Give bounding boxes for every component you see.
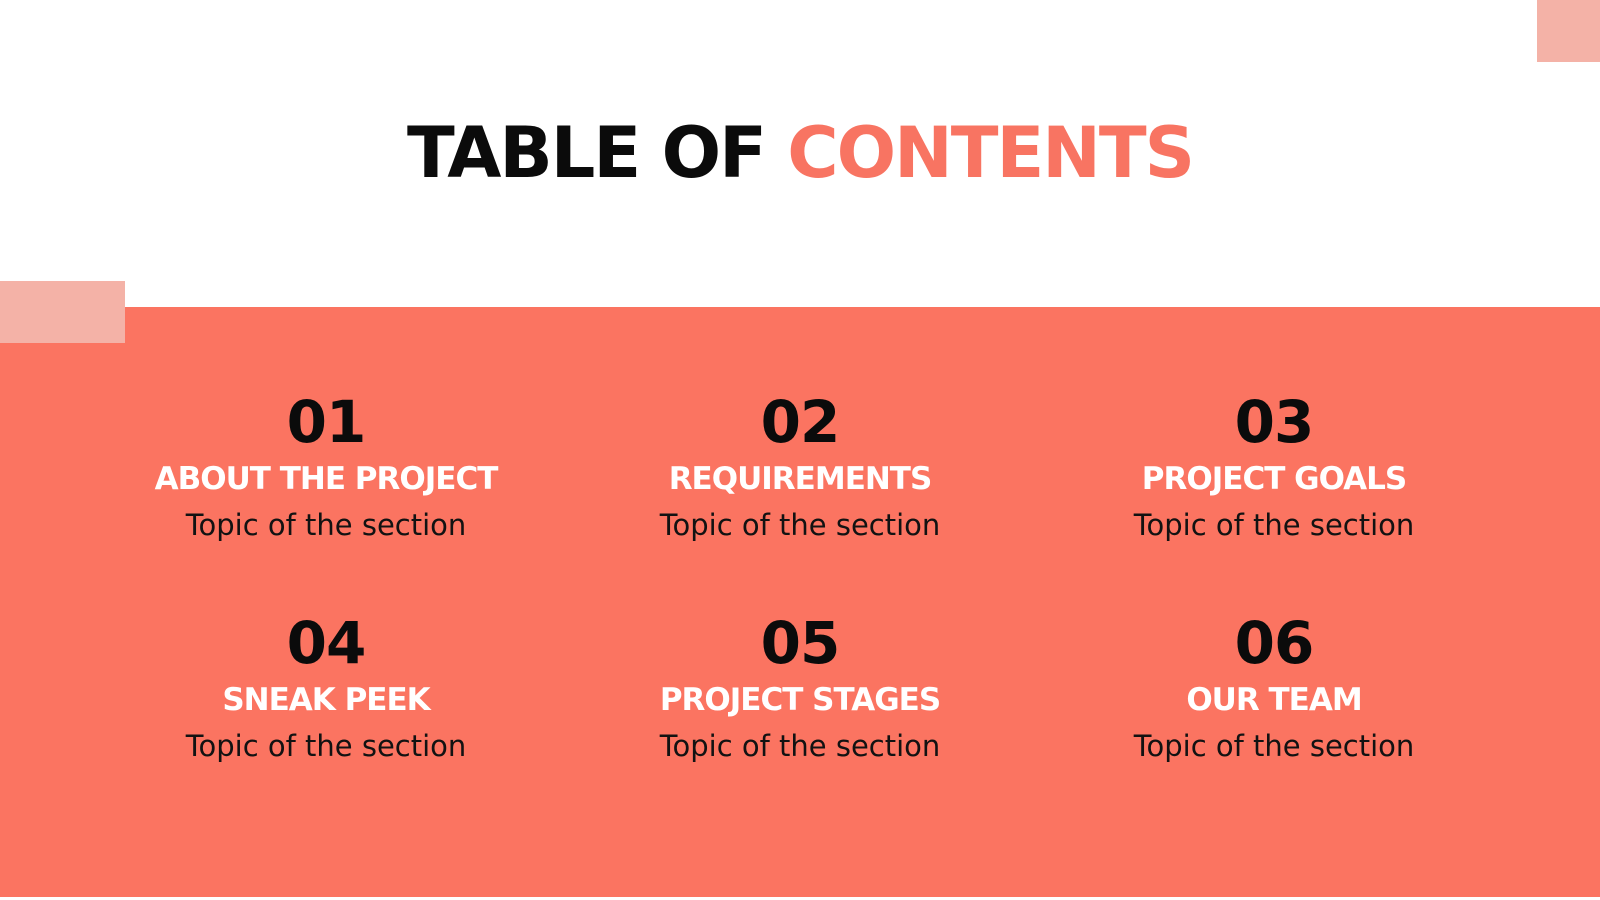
item-number: 03 <box>1234 388 1315 456</box>
item-number: 01 <box>286 388 367 456</box>
item-heading: SNEAK PEEK <box>222 682 430 718</box>
title-part-accent: CONTENTS <box>787 112 1195 194</box>
contents-item-06[interactable]: 06 OUR TEAM Topic of the section <box>1064 608 1484 769</box>
contents-item-03[interactable]: 03 PROJECT GOALS Topic of the section <box>1064 387 1484 548</box>
item-subtitle: Topic of the section <box>185 508 467 542</box>
item-heading: PROJECT STAGES <box>659 682 941 718</box>
item-subtitle: Topic of the section <box>1133 729 1415 763</box>
decorative-left-tab <box>0 281 125 343</box>
item-number: 04 <box>286 609 367 677</box>
contents-item-04[interactable]: 04 SNEAK PEEK Topic of the section <box>116 608 536 769</box>
item-subtitle: Topic of the section <box>1133 508 1415 542</box>
contents-item-05[interactable]: 05 PROJECT STAGES Topic of the section <box>590 608 1010 769</box>
title-part-dark: TABLE OF <box>406 112 788 194</box>
decorative-corner-square <box>1537 0 1600 62</box>
item-subtitle: Topic of the section <box>659 729 941 763</box>
contents-item-02[interactable]: 02 REQUIREMENTS Topic of the section <box>590 387 1010 548</box>
item-heading: REQUIREMENTS <box>668 461 933 497</box>
contents-item-01[interactable]: 01 ABOUT THE PROJECT Topic of the sectio… <box>116 387 536 548</box>
page-title: TABLE OF CONTENTS <box>0 108 1600 198</box>
item-heading: ABOUT THE PROJECT <box>154 461 499 497</box>
item-subtitle: Topic of the section <box>659 508 941 542</box>
contents-panel <box>0 307 1600 897</box>
item-subtitle: Topic of the section <box>185 729 467 763</box>
item-heading: PROJECT GOALS <box>1141 461 1407 497</box>
item-number: 05 <box>760 609 841 677</box>
item-number: 06 <box>1234 609 1315 677</box>
item-heading: OUR TEAM <box>1186 682 1362 718</box>
item-number: 02 <box>760 388 841 456</box>
